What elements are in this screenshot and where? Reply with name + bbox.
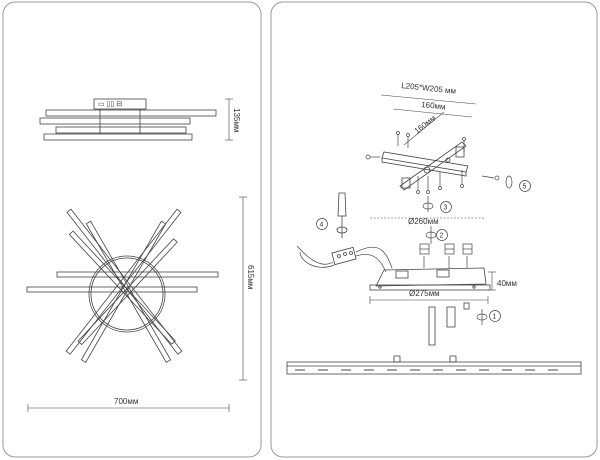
wall-anchors [419, 243, 473, 268]
step-4-label: 4 [320, 222, 324, 229]
side-height-dimension [225, 98, 233, 141]
screwdriver-icon [336, 192, 348, 238]
base-width-dimension [369, 296, 489, 304]
top-width-dimension [27, 404, 230, 412]
step-1-arrow [476, 309, 488, 325]
arm-length-dimension-1 [392, 108, 473, 118]
top-view [26, 208, 219, 363]
plate-screws [365, 131, 500, 194]
side-view-marking: ▭ ▯▯ ⊟ [98, 101, 122, 108]
step-3-arrow [422, 196, 434, 212]
light-bar [26, 286, 198, 293]
light-bar [85, 220, 172, 363]
base-height-dimension [488, 271, 496, 291]
step-2-label: 2 [440, 233, 444, 240]
long-light-bar [286, 355, 582, 375]
step-3-label: 3 [444, 205, 448, 212]
left-panel-frame [2, 1, 262, 458]
mounting-plate [381, 141, 469, 191]
terminal-block [331, 246, 357, 266]
light-bar [66, 208, 183, 355]
step-1-label: 1 [493, 314, 497, 321]
step-5-label: 5 [523, 184, 527, 191]
step-3-marker [440, 201, 452, 213]
side-height-label: 135мм [232, 108, 241, 132]
arm-length-dimension-2 [403, 111, 445, 146]
light-bar [77, 238, 178, 346]
top-height-label: 615мм [246, 265, 255, 289]
step-4-marker [316, 218, 328, 230]
step-2-marker [436, 229, 448, 241]
step-2-arrow [425, 226, 437, 244]
light-bar [80, 220, 167, 363]
step-5-marker [519, 180, 531, 192]
arm-length-label-1: 160мм [421, 100, 446, 111]
plate-size-dimension [380, 94, 477, 105]
right-panel-frame [270, 1, 598, 458]
side-view [39, 98, 217, 141]
top-height-dimension [239, 196, 247, 381]
step-1-marker [489, 310, 501, 322]
plate-size-label: L205*W205 мм [401, 81, 457, 96]
base-circle [88, 255, 166, 333]
light-bar [65, 208, 182, 355]
base-diameter-label: Ø260мм [408, 217, 439, 226]
connector-pieces [428, 302, 470, 346]
step-5-rotate-arrow [505, 175, 513, 189]
base-width-label: Ø275мм [409, 289, 440, 298]
base-height-label: 40мм [497, 279, 517, 288]
base-housing [369, 267, 491, 291]
power-wires [296, 245, 393, 273]
arm-length-label-2: 160мм [413, 113, 438, 135]
top-width-label: 700мм [114, 397, 138, 406]
